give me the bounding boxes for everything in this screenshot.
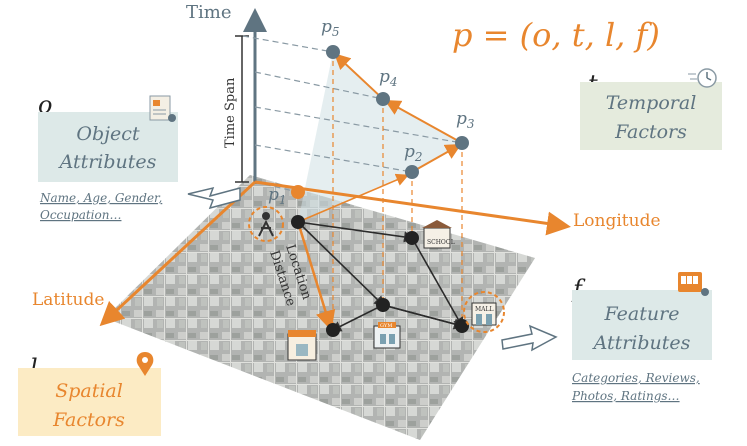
- worker-icon: [248, 206, 284, 242]
- formula: p = (o, t, l, f): [452, 16, 660, 54]
- mall-icon: MALL: [463, 291, 505, 333]
- spatial-factors-box: [18, 368, 161, 436]
- time-axis-label: Time: [186, 2, 231, 23]
- document-icon: [149, 95, 176, 122]
- latitude-axis: [99, 180, 257, 327]
- temporal-factors-box: [580, 82, 722, 150]
- p5-label: p5: [321, 17, 340, 39]
- location-pin-icon: [136, 352, 154, 376]
- temporal-title-1: Temporal: [606, 92, 697, 114]
- point-p3: [455, 136, 469, 150]
- p4-label: p4: [379, 67, 398, 89]
- object-detail-1: Name, Age, Gender,: [39, 191, 162, 205]
- object-arrow: [187, 186, 241, 210]
- feature-title-2: Attributes: [592, 332, 691, 354]
- school-icon: SCHOOL: [422, 220, 455, 249]
- feature-detail-2: Photos, Ratings…: [571, 389, 680, 403]
- longitude-axis: [254, 180, 571, 236]
- svg-text:MALL: MALL: [475, 306, 493, 313]
- temporal-title-2: Factors: [614, 121, 687, 143]
- point-p4: [376, 92, 390, 106]
- point-p2: [405, 165, 419, 179]
- svg-text:GYM: GYM: [380, 323, 392, 329]
- feature-arrow: [501, 324, 558, 352]
- object-title-2: Attributes: [58, 151, 157, 173]
- feature-attributes-box: [572, 290, 712, 360]
- trajectory-surface: [298, 52, 462, 222]
- feature-title-1: Feature: [604, 303, 680, 325]
- feature-detail-1: Categories, Reviews,: [572, 371, 700, 385]
- object-title-1: Object: [76, 123, 140, 145]
- point-p1: [291, 185, 305, 199]
- spatial-title-1: Spatial: [55, 380, 123, 402]
- point-p5: [326, 45, 340, 59]
- spatial-title-2: Factors: [52, 409, 125, 431]
- time-span-label: Time Span: [223, 77, 238, 148]
- gym-icon: GYM: [373, 322, 401, 349]
- object-detail-2: Occupation…: [40, 208, 121, 222]
- object-attributes-box: [38, 112, 178, 182]
- p3-label: p3: [456, 109, 475, 131]
- slot-machine-icon: [678, 272, 709, 296]
- shop-icon: [287, 330, 317, 361]
- longitude-label: Longitude: [573, 211, 661, 231]
- stopwatch-icon: [688, 68, 717, 88]
- svg-text:SCHOOL: SCHOOL: [427, 239, 455, 246]
- latitude-label: Latitude: [32, 290, 104, 310]
